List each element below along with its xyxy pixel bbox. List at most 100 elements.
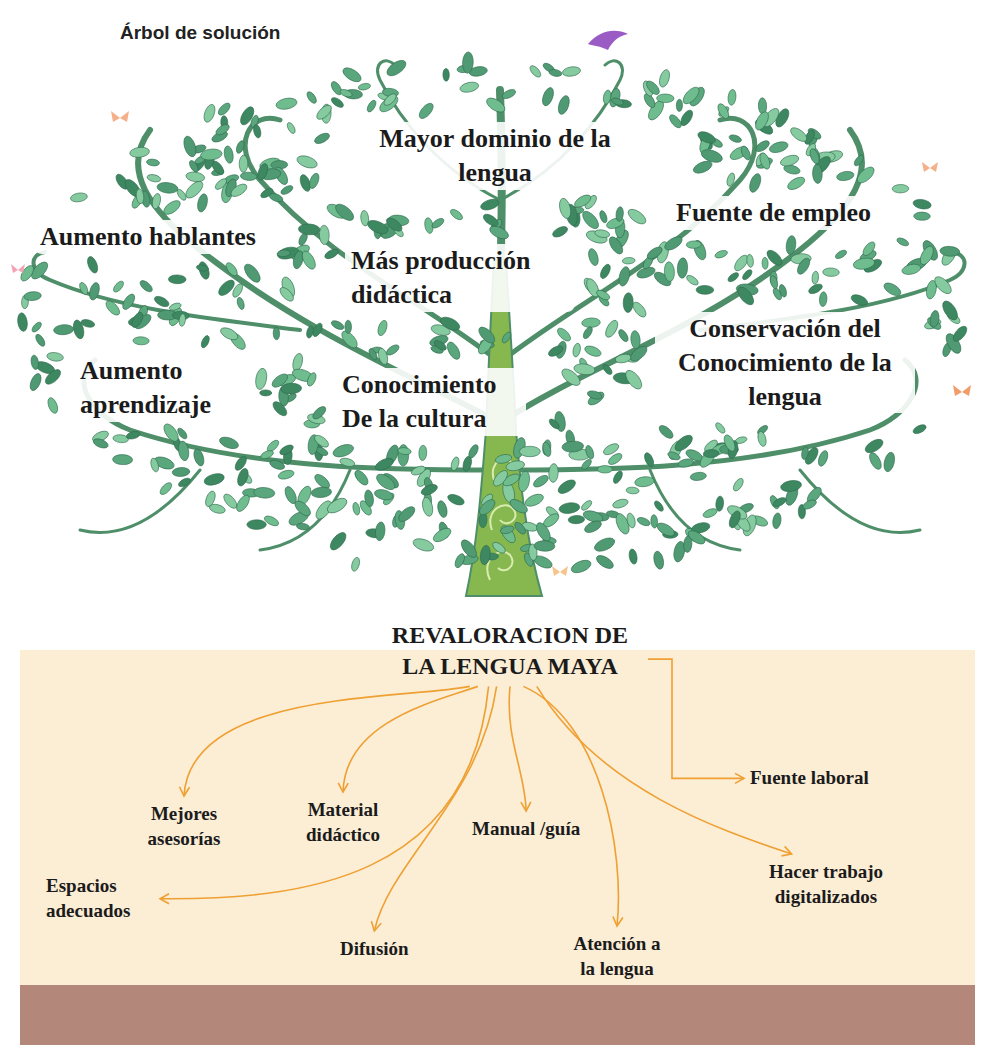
leaf bbox=[912, 198, 932, 210]
leaf bbox=[252, 124, 262, 139]
leaf bbox=[459, 80, 480, 93]
leaf bbox=[599, 263, 613, 280]
root-branch-label: Material didáctico bbox=[288, 796, 398, 849]
leaf bbox=[345, 320, 352, 333]
leaf bbox=[696, 129, 717, 145]
leaf bbox=[306, 371, 318, 387]
leaf bbox=[104, 299, 122, 318]
leaf bbox=[595, 288, 611, 301]
leaf bbox=[238, 105, 257, 127]
leaf bbox=[182, 135, 199, 159]
leaf bbox=[597, 466, 612, 473]
leaf bbox=[376, 319, 388, 336]
leaf bbox=[652, 550, 665, 570]
leaf bbox=[476, 324, 497, 345]
leaf bbox=[396, 504, 417, 524]
leaf bbox=[644, 79, 661, 97]
leaf bbox=[731, 477, 745, 493]
leaf bbox=[364, 489, 375, 507]
leaf bbox=[594, 229, 610, 239]
leaf bbox=[138, 279, 154, 294]
root-branch-label: Hacer trabajo digitalizados bbox=[740, 858, 912, 911]
leaf bbox=[28, 372, 43, 392]
leaf bbox=[333, 201, 357, 223]
leaf bbox=[377, 347, 390, 365]
leaf bbox=[562, 66, 581, 78]
leaf bbox=[488, 223, 511, 241]
branch bbox=[34, 252, 300, 330]
leaf bbox=[477, 497, 498, 518]
leaf bbox=[34, 333, 47, 348]
leaf bbox=[397, 447, 411, 455]
leaf bbox=[306, 325, 315, 338]
leaf bbox=[484, 95, 507, 115]
leaf bbox=[714, 249, 728, 259]
leaf bbox=[513, 520, 528, 535]
leaf bbox=[192, 448, 206, 467]
bird bbox=[588, 31, 628, 50]
leaf bbox=[120, 292, 137, 311]
leaf bbox=[617, 328, 630, 343]
leaf bbox=[534, 540, 555, 551]
leaf bbox=[223, 145, 234, 164]
leaf bbox=[558, 502, 580, 515]
leaf bbox=[581, 318, 600, 328]
leaf bbox=[517, 470, 531, 492]
leaf bbox=[260, 449, 275, 460]
leaf bbox=[690, 471, 707, 481]
leaf bbox=[178, 313, 186, 326]
leaf bbox=[17, 312, 29, 332]
leaf bbox=[696, 285, 714, 294]
leaf bbox=[330, 319, 345, 331]
branch bbox=[650, 470, 740, 550]
leaf bbox=[692, 159, 714, 176]
leaf bbox=[202, 103, 217, 124]
root-branch-label: Difusión bbox=[338, 935, 411, 964]
leaf bbox=[580, 458, 593, 471]
leaf bbox=[735, 284, 757, 307]
canopy-label: Aumento aprendizaje bbox=[74, 354, 244, 422]
leaf bbox=[612, 470, 625, 485]
leaf bbox=[667, 450, 682, 461]
leaf bbox=[801, 498, 817, 511]
leaf bbox=[375, 521, 386, 541]
leaf bbox=[436, 500, 448, 519]
leaf bbox=[331, 442, 355, 459]
leaf bbox=[573, 193, 593, 210]
leaf bbox=[177, 440, 190, 461]
leaf bbox=[421, 496, 435, 517]
leaf bbox=[420, 482, 439, 497]
leaf bbox=[200, 334, 211, 348]
leaf bbox=[598, 210, 608, 224]
leaf bbox=[431, 526, 453, 545]
leaf bbox=[914, 212, 931, 220]
leaf bbox=[630, 330, 641, 349]
leaf bbox=[795, 256, 812, 276]
leaf bbox=[500, 331, 512, 345]
leaf bbox=[622, 257, 635, 264]
leaf bbox=[520, 446, 541, 456]
leaf bbox=[273, 327, 280, 340]
leaf bbox=[726, 172, 736, 187]
leaf bbox=[586, 390, 606, 408]
leaf bbox=[614, 353, 631, 364]
leaf bbox=[555, 326, 572, 343]
leaf bbox=[951, 324, 970, 344]
leaf bbox=[479, 197, 500, 212]
leaf bbox=[280, 383, 302, 395]
leaf bbox=[617, 266, 631, 288]
leaf bbox=[584, 444, 595, 459]
leaf bbox=[374, 471, 398, 493]
leaf bbox=[786, 175, 807, 192]
leaf bbox=[788, 125, 809, 144]
leaf bbox=[570, 558, 593, 575]
leaf bbox=[548, 417, 561, 430]
leaf bbox=[30, 355, 39, 370]
leaf bbox=[769, 275, 779, 289]
leaf bbox=[24, 291, 42, 301]
leaf bbox=[568, 515, 585, 524]
root-arrow bbox=[374, 686, 496, 931]
leaf bbox=[685, 274, 700, 287]
canopy-label: Mayor dominio de la lengua bbox=[340, 122, 650, 190]
leaf bbox=[256, 162, 270, 181]
